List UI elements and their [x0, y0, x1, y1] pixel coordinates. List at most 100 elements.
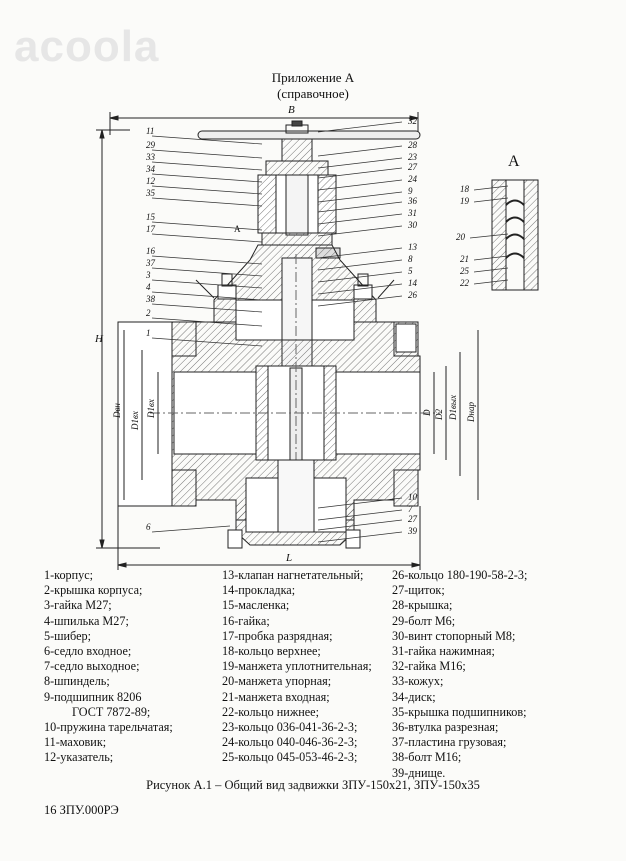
- legend-item: 22-кольцо нижнее;: [222, 704, 319, 719]
- legend-item: 25-кольцо 045-053-46-2-3;: [222, 750, 358, 765]
- leader-line: [317, 295, 403, 307]
- callout-number: 5: [408, 266, 413, 276]
- callout-number: 8: [408, 254, 413, 264]
- callout-number: 3: [145, 270, 151, 280]
- callout-number: 4: [146, 282, 151, 292]
- leader-line: [317, 271, 403, 283]
- leader-line: [317, 157, 403, 169]
- bearing-housing: [257, 138, 341, 259]
- leader-line: [473, 279, 509, 285]
- legend-item: 18-кольцо верхнее;: [222, 644, 321, 659]
- leader-line: [151, 221, 263, 231]
- dim-d-label: D: [422, 409, 432, 417]
- legend-item: 32-гайка М16;: [392, 659, 466, 674]
- legend-item: 19-манжета уплотнительная;: [222, 659, 372, 674]
- leader-line: [473, 185, 509, 191]
- legend-column-1: 1-корпус;2-крышка корпуса;3-гайка М27;4-…: [44, 568, 173, 766]
- leader-line: [317, 191, 403, 203]
- callout-number: 17: [146, 224, 156, 234]
- valve-drawing: B H: [94, 104, 539, 570]
- legend-item: 30-винт стопорный М8;: [392, 628, 516, 643]
- legend-item: 11-маховик;: [44, 735, 107, 750]
- callout-number: 27: [408, 514, 418, 524]
- callout-number: 11: [146, 126, 154, 136]
- legend-item: 4-шпилька М27;: [44, 613, 129, 628]
- callout-number: 16: [146, 246, 156, 256]
- callout-number: 7: [408, 504, 413, 514]
- dim-h-label: H: [94, 333, 104, 345]
- legend-item: 7-седло выходное;: [44, 659, 140, 674]
- section-marker-a: А: [234, 224, 241, 234]
- detail-a-label: А: [508, 153, 520, 170]
- legend-item: 35-крышка подшипников;: [392, 704, 527, 719]
- legend-item: 1-корпус;: [44, 568, 94, 582]
- callout-number: 30: [407, 220, 418, 230]
- legend-item: ГОСТ 7872-89;: [72, 704, 151, 719]
- callout-number: 38: [145, 294, 156, 304]
- leader-line: [473, 267, 509, 273]
- callout-number: 25: [460, 266, 470, 276]
- page-footer: 16 ЗПУ.000РЭ: [44, 803, 119, 817]
- callout-number: 29: [146, 140, 156, 150]
- legend-item: 21-манжета входная;: [222, 689, 330, 704]
- legend-item: 13-клапан нагнетательный;: [222, 568, 364, 582]
- leader-line: [151, 291, 263, 301]
- leader-line: [151, 317, 263, 327]
- legend-item: 20-манжета упорная;: [222, 674, 332, 689]
- callout-number: 23: [408, 152, 418, 162]
- callout-labels: 1129333412351517163734382163228232724936…: [145, 116, 509, 543]
- callout-number: 1: [146, 328, 151, 338]
- legend-item: 10-пружина тарельчатая;: [44, 720, 173, 735]
- legend-item: 27-щиток;: [392, 583, 445, 598]
- leader-line: [151, 173, 263, 183]
- figure-caption: Рисунок А.1 – Общий вид задвижки ЗПУ-150…: [146, 778, 480, 792]
- dimension-b: B: [109, 104, 419, 135]
- callout-number: 6: [146, 522, 151, 532]
- callout-number: 33: [145, 152, 156, 162]
- legend-item: 34-диск;: [392, 689, 436, 704]
- leader-line: [317, 179, 403, 191]
- valve-cover: [195, 244, 395, 369]
- callout-number: 26: [408, 290, 418, 300]
- leader-line: [469, 233, 509, 239]
- legend-column-2: 13-клапан нагнетательный;14-прокладка;15…: [222, 568, 372, 766]
- legend-item: 15-масленка;: [222, 598, 290, 613]
- legend-item: 33-кожух;: [392, 674, 444, 689]
- leader-line: [151, 149, 263, 159]
- legend-item: 24-кольцо 040-046-36-2-3;: [222, 735, 358, 750]
- callout-number: 9: [408, 186, 413, 196]
- legend-item: 8-шпиндель;: [44, 674, 110, 689]
- diameter-dimensions: Dвн D1вх D1вх D D2 D1вых Dнар: [112, 330, 479, 500]
- appendix-title: Приложение А: [271, 70, 355, 85]
- legend-item: 5-шибер;: [44, 628, 91, 643]
- dimension-h: H: [94, 129, 160, 549]
- dim-l-label: L: [285, 552, 292, 564]
- leader-line: [473, 255, 509, 261]
- leader-line: [151, 197, 263, 207]
- legend-item: 3-гайка М27;: [44, 598, 112, 613]
- legend-item: 6-седло входное;: [44, 644, 132, 659]
- callout-number: 12: [146, 176, 156, 186]
- leader-line: [317, 531, 403, 543]
- legend-item: 17-пробка разрядная;: [222, 628, 333, 643]
- dim-dvn-label: Dвн: [112, 403, 122, 419]
- callout-number: 34: [145, 164, 156, 174]
- callout-number: 37: [145, 258, 156, 268]
- watermark-logo: acoola: [14, 22, 160, 71]
- callout-number: 2: [146, 308, 151, 318]
- leader-line: [317, 225, 403, 237]
- callout-number: 27: [408, 162, 418, 172]
- callout-number: 19: [460, 196, 470, 206]
- leader-line: [473, 197, 509, 203]
- leader-line: [151, 337, 263, 347]
- callout-number: 31: [407, 208, 417, 218]
- leader-line: [317, 259, 403, 271]
- callout-number: 24: [408, 174, 418, 184]
- callout-number: 10: [408, 492, 418, 502]
- leader-line: [317, 283, 403, 295]
- leader-line: [317, 247, 403, 259]
- callout-number: 32: [407, 116, 418, 126]
- leader-line: [151, 303, 263, 313]
- appendix-subtitle: (справочное): [277, 86, 349, 101]
- legend-item: 36-втулка разрезная;: [392, 720, 499, 735]
